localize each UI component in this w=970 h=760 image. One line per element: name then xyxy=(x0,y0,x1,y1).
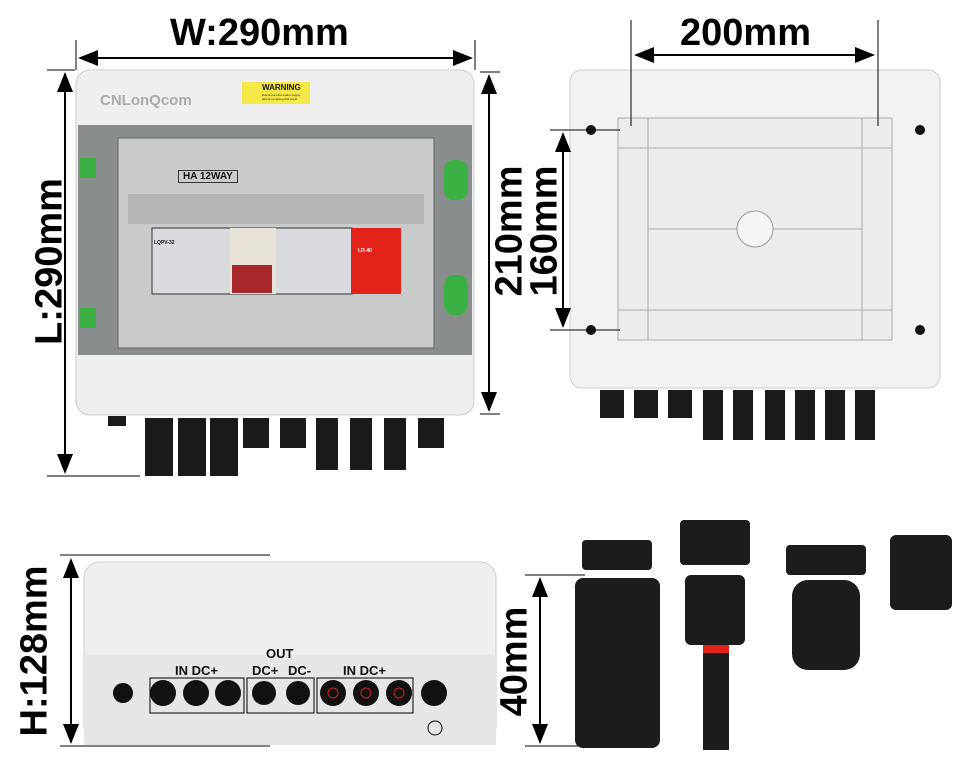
warning-text: Disconnect the mains supply before remov… xyxy=(262,93,301,101)
length-dimension-label: L:290mm xyxy=(28,178,71,345)
depth-dimension-label: H:128mm xyxy=(13,565,56,737)
in-dc-plus-right-label: IN DC+ xyxy=(343,663,386,678)
spd-label: LD-40 xyxy=(358,248,372,254)
in-dc-plus-left-label: IN DC+ xyxy=(175,663,218,678)
out-dc-plus-label: DC+ xyxy=(252,663,279,678)
out-label: OUT xyxy=(266,646,294,661)
brand-logo: CNLonQcom xyxy=(100,92,192,109)
mount-width-dimension-label: 200mm xyxy=(680,12,811,54)
mount-height-dimension-label: 160mm xyxy=(523,165,566,297)
fuse-label: LQPV-32 xyxy=(154,240,175,246)
connectors-view xyxy=(525,520,952,750)
connector-height-dimension-label: 40mm xyxy=(493,606,536,717)
model-label: HA 12WAY xyxy=(178,170,238,183)
width-dimension-label: W:290mm xyxy=(170,12,349,54)
back-view xyxy=(550,20,941,440)
bottom-view xyxy=(60,554,497,747)
out-dc-minus-label: DC- xyxy=(288,663,312,678)
front-view xyxy=(47,40,500,477)
warning-title: WARNING xyxy=(262,83,301,92)
